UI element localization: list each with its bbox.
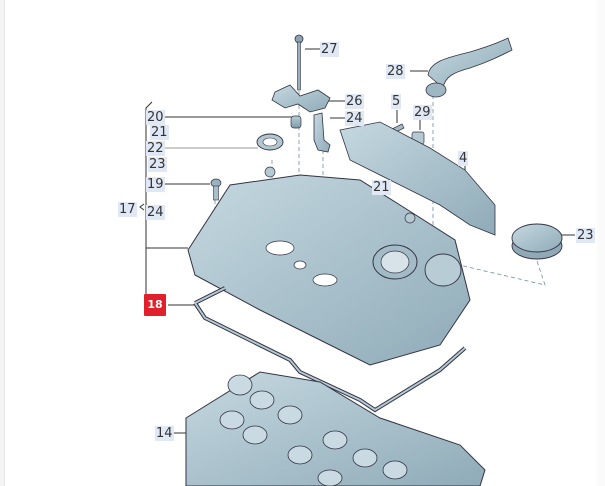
bolt-27 bbox=[294, 34, 304, 91]
camshafts bbox=[219, 374, 408, 486]
sensor-24 bbox=[313, 112, 331, 153]
callout-24-list[interactable]: 24 bbox=[146, 205, 165, 220]
left-panel-edge bbox=[0, 0, 5, 486]
cylinder-head-cover-17 bbox=[187, 174, 471, 366]
callout-4[interactable]: 4 bbox=[458, 151, 469, 166]
seal-20 bbox=[290, 115, 302, 129]
callout-28[interactable]: 28 bbox=[386, 64, 405, 79]
callout-21-list[interactable]: 21 bbox=[150, 125, 169, 140]
heat-shield-4 bbox=[339, 121, 496, 236]
right-panel-edge bbox=[597, 0, 605, 486]
bolt-19 bbox=[210, 178, 222, 201]
callout-14[interactable]: 14 bbox=[155, 426, 174, 441]
bracket-26 bbox=[271, 84, 331, 113]
callout-24-sensor[interactable]: 24 bbox=[345, 111, 364, 126]
bracket-arrow bbox=[139, 203, 145, 211]
callout-23-list[interactable]: 23 bbox=[148, 157, 167, 172]
callout-26[interactable]: 26 bbox=[345, 94, 364, 109]
callout-22[interactable]: 22 bbox=[146, 141, 165, 156]
callout-18-highlighted[interactable]: 18 bbox=[144, 294, 166, 316]
callout-27[interactable]: 27 bbox=[320, 42, 339, 57]
callout-5[interactable]: 5 bbox=[391, 94, 402, 109]
breather-hose-28 bbox=[427, 37, 513, 89]
oil-filler-cap-23 bbox=[511, 223, 563, 260]
callout-21[interactable]: 21 bbox=[372, 180, 391, 195]
callout-19[interactable]: 19 bbox=[146, 177, 165, 192]
callout-23[interactable]: 23 bbox=[576, 228, 595, 243]
callout-17[interactable]: 17 bbox=[118, 202, 137, 217]
callout-29[interactable]: 29 bbox=[413, 105, 432, 120]
callout-20[interactable]: 20 bbox=[146, 110, 165, 125]
